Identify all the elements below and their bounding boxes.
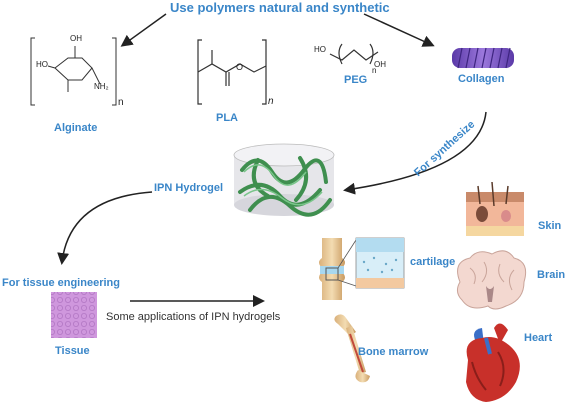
- pla-structure: [197, 39, 267, 105]
- tissue-engineering-label: For tissue engineering: [2, 277, 120, 289]
- collagen-icon: [452, 47, 514, 69]
- alginate-subscript: n: [118, 97, 124, 108]
- applications-label: Some applications of IPN hydrogels: [106, 311, 281, 323]
- alginate-atom-oh: OH: [70, 34, 82, 43]
- bone-marrow-icon: [334, 314, 370, 383]
- peg-atom-oh: OH: [374, 60, 386, 69]
- alginate-atom-nh2: NH₂: [94, 82, 109, 91]
- pla-subscript: n: [268, 96, 274, 107]
- peg-structure: [329, 43, 379, 65]
- brain-label: Brain: [537, 269, 566, 281]
- collagen-label: Collagen: [458, 73, 505, 85]
- peg-subscript: n: [372, 66, 377, 75]
- brain-icon: [456, 250, 527, 310]
- alginate-label: Alginate: [54, 122, 98, 134]
- skin-icon: [466, 181, 524, 236]
- ipn-hydrogel-label: IPN Hydrogel: [154, 182, 224, 194]
- pla-atom-o: O: [236, 62, 244, 72]
- alginate-atom-ho: HO: [36, 60, 48, 69]
- tissue-label: Tissue: [55, 345, 90, 357]
- arrow-to-alginate: [120, 13, 167, 47]
- diagram-title: Use polymers natural and synthetic: [170, 0, 390, 15]
- arrow-to-tissue-engineering: [57, 191, 153, 265]
- ipn-hydrogel-icon: [233, 143, 335, 217]
- peg-label: PEG: [344, 74, 368, 86]
- cartilage-icon: [319, 237, 405, 300]
- heart-label: Heart: [524, 332, 553, 344]
- skin-label: Skin: [538, 220, 562, 232]
- arrow-to-hydrogel: [343, 111, 487, 195]
- cartilage-label: cartilage: [410, 256, 456, 268]
- tissue-icon: [51, 292, 97, 338]
- pla-label: PLA: [216, 112, 238, 124]
- alginate-structure: [30, 37, 117, 106]
- heart-icon: [466, 323, 520, 402]
- arrow-to-collagen: [363, 13, 435, 47]
- peg-atom-ho: HO: [314, 45, 326, 54]
- bone-marrow-label: Bone marrow: [358, 346, 429, 358]
